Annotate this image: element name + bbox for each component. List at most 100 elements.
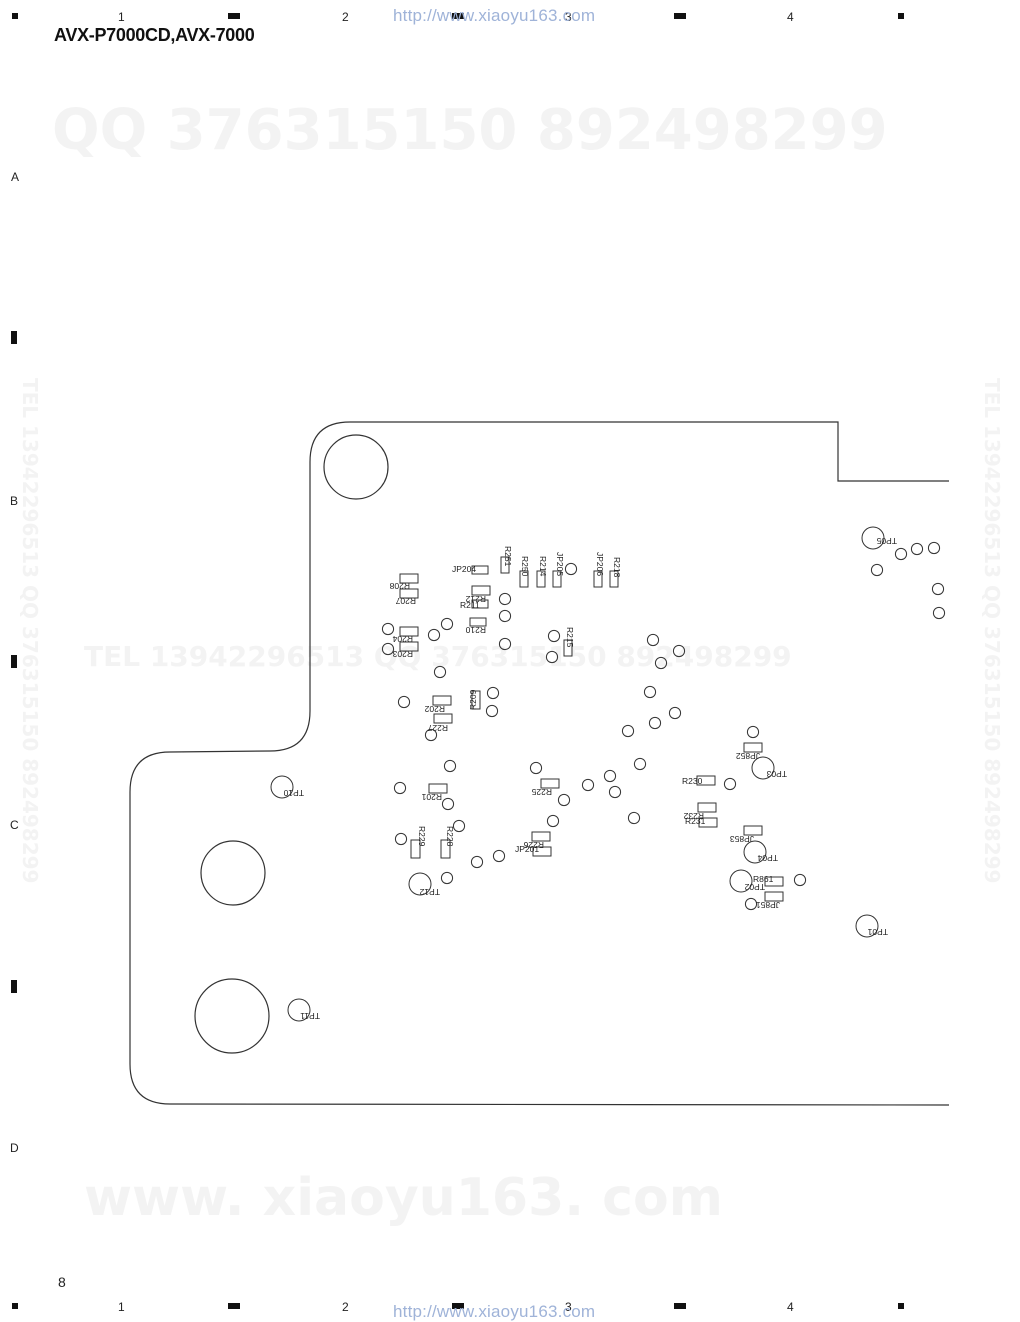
component-r229: R229	[410, 826, 427, 859]
grid-col-2-bottom: 2	[342, 1300, 349, 1314]
test-point-pad	[861, 526, 885, 550]
component-r230: R230	[682, 775, 716, 786]
via-pad	[470, 855, 484, 869]
via-pad	[443, 759, 457, 773]
component-label: R210	[465, 625, 486, 635]
component-label: R861	[753, 874, 774, 884]
via-pad	[393, 781, 407, 795]
test-point-pad	[287, 998, 311, 1022]
component-label: R214	[538, 556, 548, 577]
component-body	[432, 695, 452, 706]
component-r227: R227	[427, 713, 453, 733]
model-title: AVX-P7000CD,AVX-7000	[54, 25, 255, 45]
via-pad	[381, 622, 395, 636]
component-jp206: JP206	[593, 552, 605, 588]
test-point-pad	[408, 872, 432, 896]
component-jp852: JP852	[736, 742, 763, 761]
component-label: JP204	[452, 564, 476, 574]
grid-row-a: A	[11, 170, 20, 184]
via-pad	[621, 724, 635, 738]
via-pad	[608, 785, 622, 799]
grid-row-d: D	[10, 1141, 19, 1155]
component-label: R228	[445, 826, 455, 847]
component-label: R229	[417, 826, 427, 847]
via-pad	[894, 547, 908, 561]
via-pad	[498, 592, 512, 606]
test-point-tp04: TP04	[743, 840, 778, 864]
via-pad	[492, 849, 506, 863]
via-pad	[746, 725, 760, 739]
test-point-tp03: TP03	[751, 756, 787, 780]
test-point-pad	[751, 756, 775, 780]
via-pad	[870, 563, 884, 577]
component-r218: R218	[609, 557, 622, 588]
grid-col-1-bottom: 1	[118, 1300, 125, 1314]
component-label: R211	[460, 600, 480, 610]
grid-col-3-top: 3	[565, 10, 572, 24]
grid-col-3-bottom: 3	[565, 1300, 572, 1314]
component-r212: R212	[465, 585, 491, 604]
component-r203: R203	[392, 641, 419, 659]
grid-col-4-bottom: 4	[787, 1300, 794, 1314]
via-pad	[433, 665, 447, 679]
component-label: R207	[395, 596, 416, 606]
component-label: JP853	[730, 834, 754, 844]
component-r250: R250	[519, 556, 530, 588]
test-point-tp10: TP10	[270, 775, 304, 799]
component-r228: R228	[440, 826, 455, 859]
component-body	[743, 825, 763, 836]
component-r202: R202	[424, 695, 452, 714]
component-label: R201	[421, 792, 442, 802]
component-body	[743, 742, 763, 753]
component-body	[698, 817, 718, 828]
via-pad	[397, 695, 411, 709]
grid-tick-left	[11, 331, 17, 344]
via-pad	[723, 777, 737, 791]
test-point-tp01: TP01	[855, 914, 888, 938]
grid-row-c: C	[10, 818, 19, 832]
component-label: R250	[520, 556, 530, 577]
test-point-label: TP10	[283, 788, 304, 798]
via-pad	[932, 606, 946, 620]
grid-tick-bottom	[452, 1303, 464, 1309]
test-point-label: TP05	[876, 536, 897, 546]
component-r215: R215	[563, 627, 575, 657]
grid-tick-left	[11, 655, 17, 668]
component-label: R225	[531, 787, 552, 797]
component-label: R212	[465, 594, 486, 604]
component-body	[536, 570, 546, 588]
via-pad	[654, 656, 668, 670]
component-label: JP852	[736, 751, 760, 761]
component-body	[433, 713, 453, 724]
watermark-qq: QQ 376315150 892498299	[52, 98, 888, 163]
component-body	[469, 617, 487, 627]
component-body	[593, 570, 603, 588]
via-pad	[793, 873, 807, 887]
grid-tick-top	[228, 13, 240, 19]
component-label: R231	[685, 816, 706, 826]
component-body	[563, 639, 573, 657]
component-body	[399, 588, 419, 599]
component-body	[552, 570, 562, 588]
via-pad	[440, 871, 454, 885]
test-point-label: TP12	[419, 887, 440, 897]
component-label: JP205	[555, 552, 565, 576]
via-pad	[668, 706, 682, 720]
via-pad	[485, 704, 499, 718]
component-r204: R204	[392, 626, 419, 644]
component-body	[440, 839, 451, 859]
component-body	[519, 570, 529, 588]
component-body	[471, 690, 481, 710]
component-label: R215	[565, 627, 575, 648]
test-point-pad	[270, 775, 294, 799]
component-label: R209	[468, 689, 478, 710]
component-label: R227	[427, 723, 448, 733]
component-r226: R226	[523, 831, 551, 850]
test-point-label: TP11	[300, 1011, 320, 1021]
component-body	[399, 573, 419, 584]
component-body	[764, 876, 784, 887]
component-body	[471, 599, 489, 609]
source-url-top: http://www.xiaoyu163.com	[393, 6, 596, 25]
component-body	[540, 778, 560, 789]
